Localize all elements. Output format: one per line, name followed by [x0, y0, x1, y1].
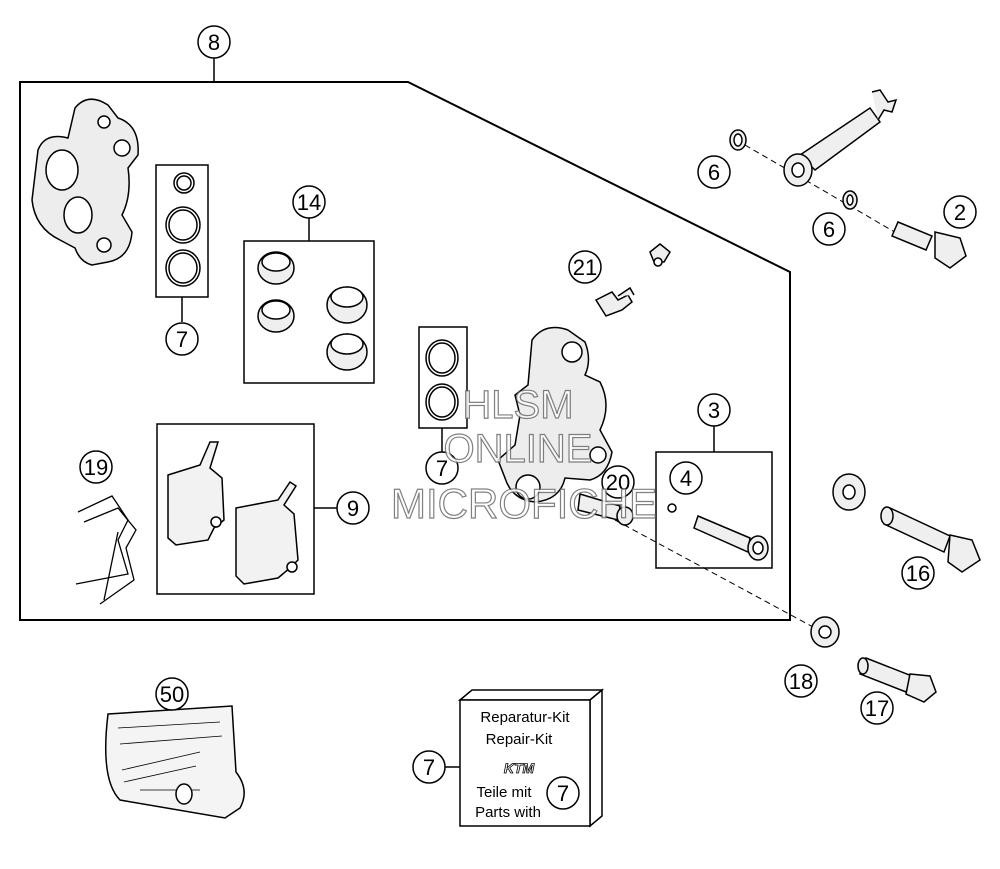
- callout-circle-7-inkit[interactable]: [546, 776, 580, 810]
- piston-set[interactable]: [257, 251, 368, 371]
- watermark-line3: MICROFICHE: [391, 480, 657, 527]
- seal-ring-set-right[interactable]: [425, 339, 459, 421]
- callout-circle-6-top[interactable]: [697, 155, 731, 189]
- callout-label-18: 18: [789, 669, 813, 694]
- callout-label-7-kit: 7: [423, 755, 435, 780]
- callout-circle-9[interactable]: [336, 491, 370, 525]
- bolt-16-part[interactable]: [832, 473, 981, 573]
- guide-pin-part[interactable]: [693, 514, 769, 561]
- callout-label-4: 4: [680, 466, 692, 491]
- callout-label-7-inkit: 7: [557, 781, 569, 806]
- callout-circle-3[interactable]: [697, 393, 731, 427]
- callout-circle-14[interactable]: [292, 185, 326, 219]
- kit-label-line1: Reparatur-Kit: [480, 709, 570, 726]
- callout-label-16: 16: [906, 561, 930, 586]
- callout-label-6-bottom: 6: [823, 217, 835, 242]
- callout-label-7-right: 7: [436, 456, 448, 481]
- axis-line-center: [614, 519, 816, 629]
- callout-circle-20[interactable]: [601, 465, 635, 499]
- assembly-outline: [19, 81, 791, 621]
- callout-circle-17[interactable]: [860, 691, 894, 725]
- callout-circle-7-left[interactable]: [165, 322, 199, 356]
- callout-label-21: 21: [573, 255, 597, 280]
- callout-circle-7-right[interactable]: [425, 451, 459, 485]
- seal-kit-box-left: [155, 164, 209, 298]
- ktm-logo: KTM: [504, 760, 535, 776]
- seal-ring-set-left[interactable]: [165, 172, 201, 287]
- caliper-bracket-part[interactable]: [497, 326, 613, 503]
- callout-circle-8[interactable]: [197, 25, 231, 59]
- callout-circle-6-bottom[interactable]: [812, 212, 846, 246]
- callout-label-14: 14: [297, 190, 321, 215]
- callout-label-17: 17: [865, 696, 889, 721]
- kit-label-line4: Parts with: [475, 804, 541, 821]
- callout-label-50: 50: [160, 682, 184, 707]
- repair-kit-package-50[interactable]: [104, 705, 245, 819]
- callout-circle-18[interactable]: [784, 664, 818, 698]
- callout-label-19: 19: [84, 455, 108, 480]
- washer-18-part[interactable]: [810, 616, 840, 648]
- callout-label-2: 2: [954, 200, 966, 225]
- kit-label-line2: Repair-Kit: [486, 731, 554, 748]
- caliper-bolt-20[interactable]: [577, 493, 677, 526]
- callout-circle-50[interactable]: [155, 677, 189, 711]
- brake-pad-set[interactable]: [167, 441, 299, 585]
- callout-circle-4[interactable]: [669, 461, 703, 495]
- callout-circle-7-kit[interactable]: [412, 750, 446, 784]
- callout-label-7-left: 7: [176, 327, 188, 352]
- callout-circle-21[interactable]: [568, 250, 602, 284]
- callout-circle-2[interactable]: [943, 195, 977, 229]
- callout-label-6-top: 6: [708, 160, 720, 185]
- axle-assembly-part[interactable]: [729, 89, 967, 269]
- kit-label-line3: Teile mit: [476, 784, 532, 801]
- seal-kit-box-right: [418, 326, 468, 429]
- callout-label-9: 9: [347, 496, 359, 521]
- callout-label-20: 20: [606, 470, 630, 495]
- caliper-body-part[interactable]: [31, 98, 139, 266]
- callout-label-8: 8: [208, 30, 220, 55]
- pad-spring-part[interactable]: [75, 495, 137, 605]
- brake-pad-box: [156, 423, 315, 595]
- callout-circle-19[interactable]: [79, 450, 113, 484]
- callout-circle-16[interactable]: [901, 556, 935, 590]
- axis-line-top-right: [744, 144, 906, 239]
- bleeder-valve-part[interactable]: [594, 243, 671, 317]
- watermark-line1: HLSM: [462, 383, 573, 427]
- bolt-17-part[interactable]: [857, 657, 937, 703]
- watermark-line2: ONLINE: [444, 427, 593, 471]
- callout-label-3: 3: [708, 398, 720, 423]
